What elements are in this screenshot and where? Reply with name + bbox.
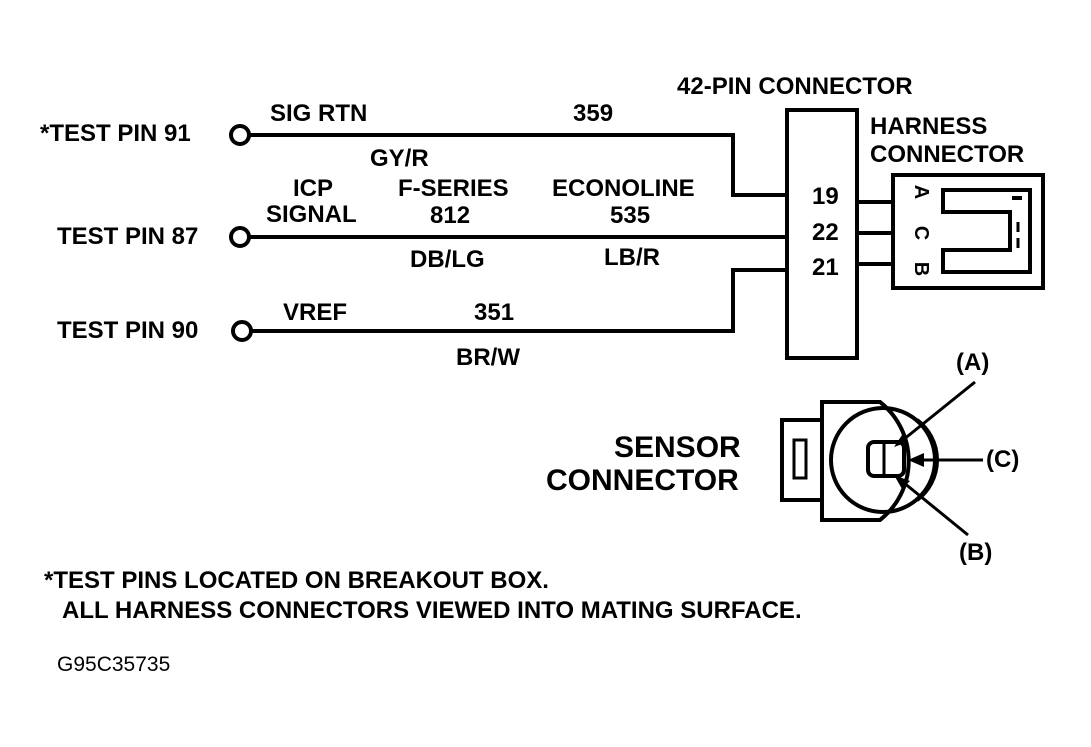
sensor-callout-b: (B) xyxy=(959,539,993,566)
econoline-circuit-number: 535 xyxy=(610,202,651,229)
icp-signal-label-line1: ICP xyxy=(293,175,334,202)
harness-connector-title-line2: CONNECTOR xyxy=(870,141,1025,168)
sig-rtn-circuit-number: 359 xyxy=(573,100,614,127)
callout-b-arrowhead xyxy=(894,475,910,489)
note-line-1: *TEST PINS LOCATED ON BREAKOUT BOX. xyxy=(44,567,549,594)
vref-circuit-number: 351 xyxy=(474,299,515,326)
42-pin-connector-pin-22: 22 xyxy=(812,219,839,246)
test-pin-91-text: TEST PIN 91 xyxy=(49,120,191,147)
sensor-connector-title-line2: CONNECTOR xyxy=(546,464,739,497)
sig-rtn-wire xyxy=(249,133,787,197)
icp-signal-label-line2: SIGNAL xyxy=(266,201,357,228)
fseries-wire-color: DB/LG xyxy=(410,246,485,273)
test-pin-87-terminal xyxy=(229,226,251,248)
test-pin-90-label: TEST PIN 90 xyxy=(57,317,199,344)
sensor-callout-c: (C) xyxy=(986,446,1020,473)
fseries-label: F-SERIES xyxy=(398,175,509,202)
test-pin-91-asterisk: * xyxy=(40,120,50,147)
figure-id: G95C35735 xyxy=(57,653,171,676)
test-pin-87-label: TEST PIN 87 xyxy=(57,223,199,250)
test-pin-91-terminal xyxy=(229,124,251,146)
callout-c-arrowhead xyxy=(908,453,924,467)
42-pin-connector-title: 42-PIN CONNECTOR xyxy=(677,73,913,100)
sensor-callout-a: (A) xyxy=(956,349,990,376)
sig-rtn-wire-color: GY/R xyxy=(370,145,429,172)
note-line-2: ALL HARNESS CONNECTORS VIEWED INTO MATIN… xyxy=(62,597,802,624)
vref-label: VREF xyxy=(283,299,348,326)
harness-connector-latch xyxy=(941,188,1032,274)
vref-wire-color: BR/W xyxy=(456,344,520,371)
42-pin-connector-pin-21: 21 xyxy=(812,254,839,281)
harness-terminal-a: A xyxy=(910,184,932,200)
econoline-wire-color: LB/R xyxy=(604,244,660,271)
econoline-label: ECONOLINE xyxy=(552,175,695,202)
callout-a-arrowhead xyxy=(894,432,908,447)
harness-connector-body xyxy=(891,173,1045,290)
vref-wire xyxy=(251,268,787,333)
harness-terminal-c: C xyxy=(910,225,932,241)
fseries-circuit-number: 812 xyxy=(430,202,471,229)
harness-terminal-b: B xyxy=(910,261,932,277)
test-pin-90-terminal xyxy=(231,320,253,342)
callout-b-leader xyxy=(897,476,969,537)
sensor-connector-drawing xyxy=(780,400,939,522)
callout-a-leader xyxy=(897,380,976,446)
test-pin-91-label: *TEST PIN 91 xyxy=(40,122,191,146)
sig-rtn-label: SIG RTN xyxy=(270,100,368,127)
harness-connector-title-line1: HARNESS xyxy=(870,113,988,140)
42-pin-connector-pin-19: 19 xyxy=(812,183,839,210)
sensor-connector-title-line1: SENSOR xyxy=(614,431,741,464)
